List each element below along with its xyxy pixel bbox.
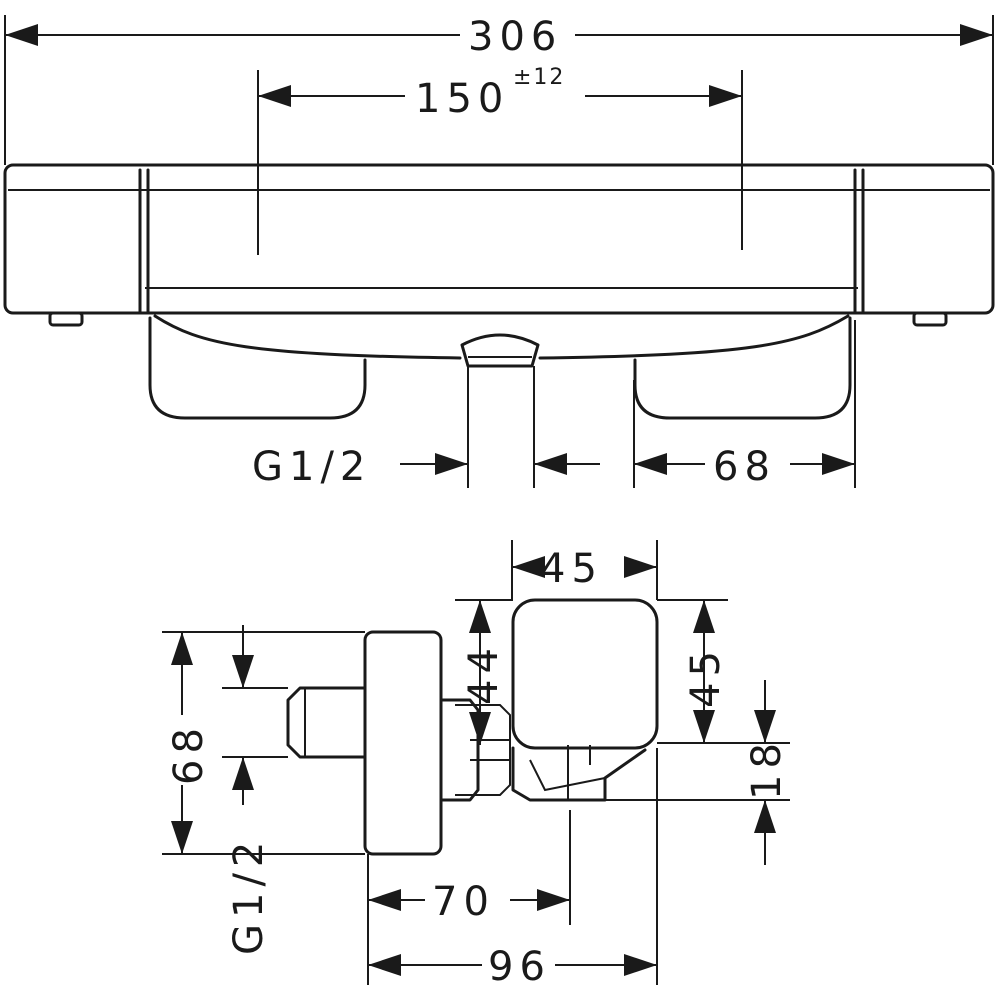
wall-flange [363,630,443,856]
right-stud [912,311,948,327]
dim-label-flange-height: 68 [166,722,212,785]
thermostat-body [511,598,659,750]
side-spout [511,746,647,802]
dim-label-150: 150 [415,76,509,122]
dim-label-projection-total: 96 [488,944,551,990]
dim-label-handle-width: 68 [713,444,776,490]
dim-label-306: 306 [468,14,562,60]
left-foot [148,316,367,420]
arrow-inlet-top [232,655,254,688]
dim-label-inlet-thread: G1/2 [226,836,272,955]
side-spout-detail [529,745,606,800]
arrow-306-left [5,24,38,46]
dim-label-outlet-thread: G1/2 [252,444,371,490]
arrow-70-right [537,889,570,911]
arrow-96-left [368,954,401,976]
dim-label-gap-top: 44 [461,642,507,705]
left-handle-separator [138,168,150,315]
side-view: 45 44 45 18 68 G1/2 [162,540,790,990]
arrow-18-top [754,710,776,743]
arrow-handle-left [634,453,667,475]
arrow-70-left [368,889,401,911]
right-handle-separator [853,168,865,315]
arrow-44-top [469,600,491,633]
dim-label-spout-height: 18 [744,737,790,800]
arrow-inlet-bottom [232,757,254,790]
arrow-45w-left [512,556,545,578]
connection-nut-detail [455,704,511,796]
arrow-18-bottom [754,800,776,833]
bar-underside-bulge [153,314,850,360]
dim-label-150-tolerance: ±12 [513,65,565,90]
arrow-306-right [960,24,993,46]
arrow-45w-right [624,556,657,578]
inlet-connector [286,686,367,759]
left-stud [48,311,84,327]
dim-label-body-width: 45 [540,546,603,592]
arrow-45h-top [693,600,715,633]
arrow-outlet-left [435,453,468,475]
dim-label-body-height: 45 [683,645,729,708]
arrow-96-right [624,954,657,976]
arrow-outlet-right [534,453,567,475]
mixer-bar-body [3,163,995,315]
arrow-150-left [258,85,291,107]
connection-nut [439,698,480,802]
outlet-spout [460,333,540,368]
arrow-68-top [171,632,193,665]
arrow-handle-right [822,453,855,475]
right-foot [633,316,852,420]
arrow-45h-bottom [693,710,715,743]
arrow-44-bottom [469,712,491,745]
arrow-68-bottom [171,821,193,854]
dim-label-projection-outlet: 70 [432,879,495,925]
front-view: 306 150 ±12 G1/2 68 [3,14,995,490]
arrow-150-right [709,85,742,107]
